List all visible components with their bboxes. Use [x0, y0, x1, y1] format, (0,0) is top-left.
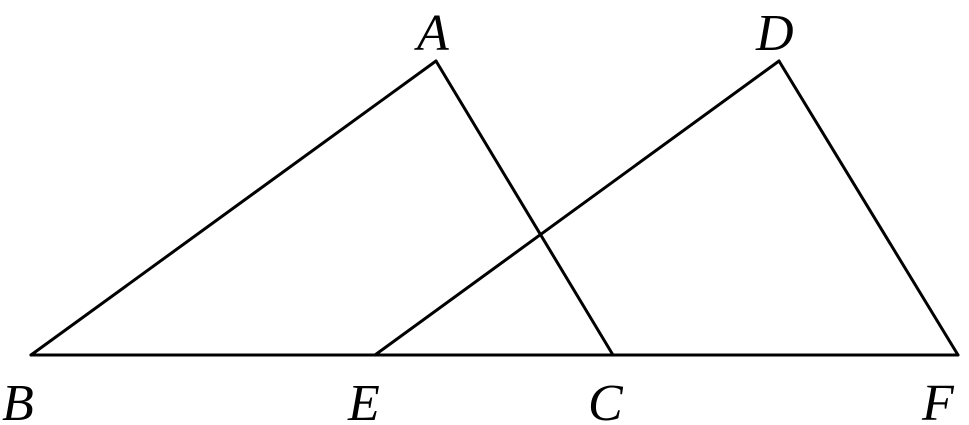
segment-df — [777, 59, 960, 357]
label-c: C — [588, 375, 624, 425]
label-b: B — [2, 375, 34, 425]
segment-ac — [434, 59, 615, 357]
label-e: E — [347, 375, 380, 425]
segment-ba — [29, 59, 438, 357]
label-a: A — [414, 5, 449, 62]
label-d: D — [755, 5, 794, 62]
label-f: F — [921, 375, 955, 425]
segment-ed — [373, 59, 781, 357]
